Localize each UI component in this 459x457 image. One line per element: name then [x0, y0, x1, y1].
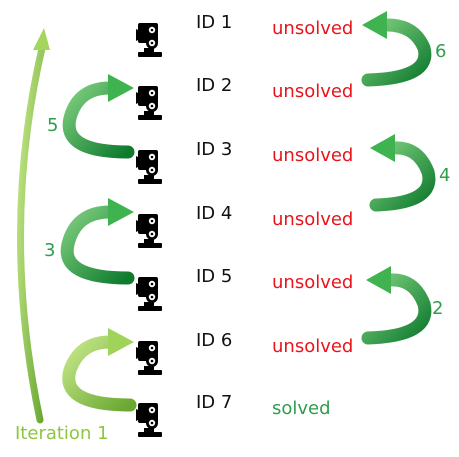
movie-camera-icon	[136, 275, 170, 313]
status-unsolved: unsolved	[272, 145, 354, 166]
movie-camera-icon	[136, 84, 170, 122]
movie-camera-icon	[136, 148, 170, 186]
status-unsolved: unsolved	[272, 209, 354, 230]
movie-camera-icon	[136, 401, 170, 439]
arrow-step-4	[369, 134, 436, 212]
status-unsolved: unsolved	[272, 81, 354, 102]
arrow-step-3	[60, 198, 135, 285]
status-unsolved: unsolved	[272, 18, 354, 39]
arrow-step-5	[62, 74, 135, 159]
arrow-step-6	[361, 11, 432, 87]
arrow-step-2	[361, 266, 432, 345]
step-label-3: 3	[44, 240, 56, 261]
arrow-id7-to-id6	[62, 328, 137, 412]
status-solved: solved	[272, 398, 331, 419]
step-label-5: 5	[47, 115, 59, 136]
status-unsolved: unsolved	[272, 272, 354, 293]
movie-camera-icon	[136, 212, 170, 250]
row-id-label: ID 5	[196, 266, 233, 287]
movie-camera-icon	[136, 339, 170, 377]
step-label-2: 2	[432, 298, 444, 319]
iteration-label: Iteration 1	[15, 423, 109, 444]
row-id-label: ID 2	[196, 75, 233, 96]
iteration-long-arrow	[17, 28, 50, 424]
step-label-4: 4	[439, 165, 451, 186]
row-id-label: ID 3	[196, 139, 233, 160]
step-label-6: 6	[435, 41, 447, 62]
row-id-label: ID 4	[196, 203, 233, 224]
row-id-label: ID 7	[196, 392, 233, 413]
row-id-label: ID 6	[196, 330, 233, 351]
movie-camera-icon	[136, 21, 170, 59]
row-id-label: ID 1	[196, 12, 233, 33]
status-unsolved: unsolved	[272, 336, 354, 357]
